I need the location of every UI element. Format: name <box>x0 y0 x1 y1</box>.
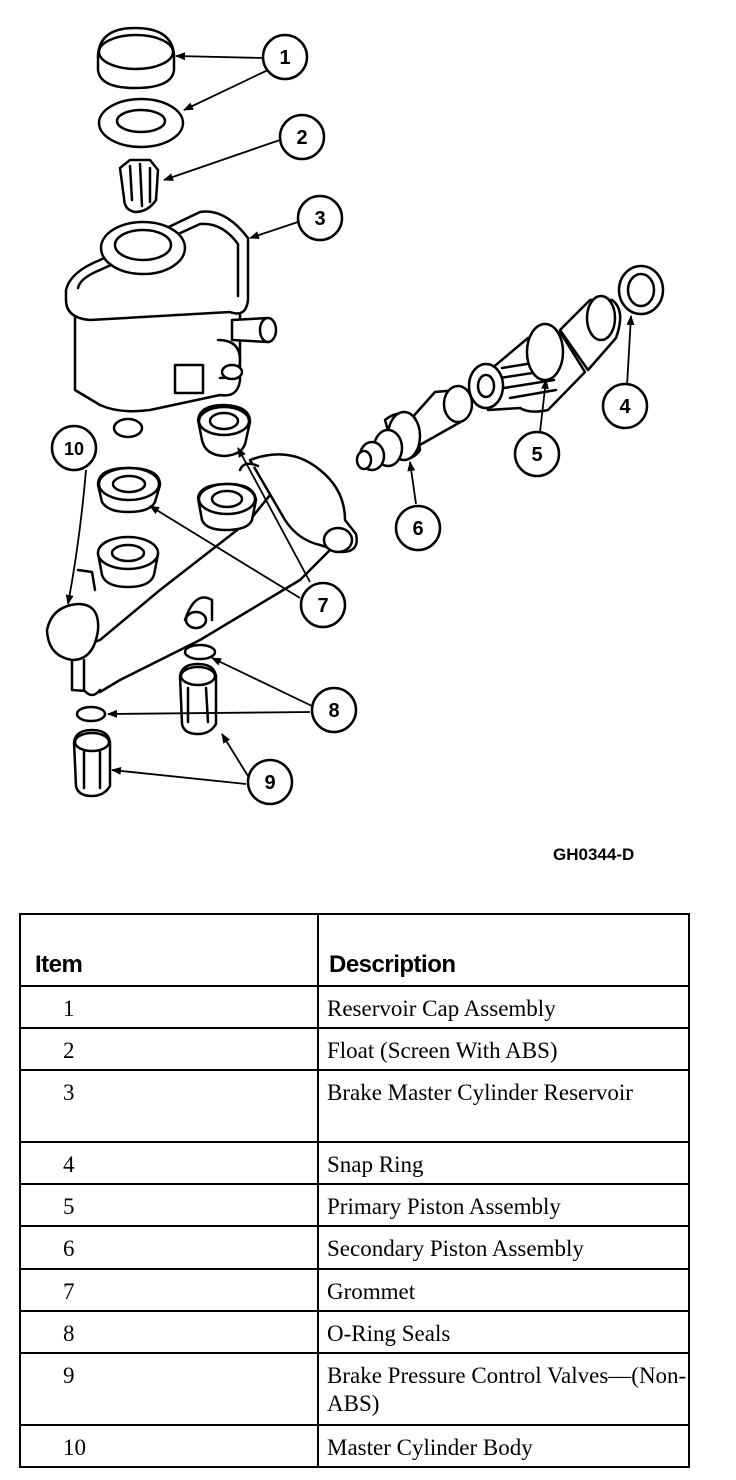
svg-text:9: 9 <box>264 772 275 794</box>
svg-text:5: 5 <box>531 444 542 466</box>
svg-text:1: 1 <box>279 47 290 69</box>
pressure-control-valve-part <box>72 662 218 798</box>
snap-ring-part <box>617 264 665 316</box>
figure-code: GH0344-D <box>553 845 635 864</box>
svg-text:8: 8 <box>328 700 339 722</box>
o-ring-seals-part <box>75 643 217 723</box>
svg-text:2: 2 <box>296 127 307 149</box>
reservoir-part <box>64 210 278 439</box>
cap-seal-ring-part <box>97 97 185 149</box>
primary-piston-part <box>467 294 622 413</box>
exploded-diagram: 1 2 3 4 5 6 7 8 <box>45 26 665 806</box>
callout-9: 9 <box>246 758 294 806</box>
svg-text:3: 3 <box>314 208 325 230</box>
description-cell: Brake Master Cylinder Reservoir <box>317 1069 690 1144</box>
callout-7: 7 <box>299 581 347 629</box>
callout-1: 1 <box>261 33 309 81</box>
callout-5: 5 <box>513 430 561 478</box>
item-number-cell: 6 <box>19 1225 319 1270</box>
secondary-piston-part <box>355 384 474 472</box>
callout-2: 2 <box>278 113 326 161</box>
description-cell: Float (Screen With ABS) <box>317 1027 690 1072</box>
item-number-cell: 9 <box>19 1351 319 1426</box>
description-cell: O-Ring Seals <box>317 1309 690 1354</box>
svg-text:4: 4 <box>619 396 631 418</box>
callout-3: 3 <box>296 194 344 242</box>
item-number-cell: 8 <box>19 1309 319 1354</box>
description-cell: Master Cylinder Body <box>317 1423 690 1469</box>
item-column-header: Item <box>19 913 319 987</box>
callout-10: 10 <box>50 424 98 472</box>
description-cell: Snap Ring <box>317 1141 690 1186</box>
description-cell: Primary Piston Assembly <box>317 1183 690 1228</box>
description-cell: Brake Pressure Control Valves—(Non-ABS) <box>317 1351 690 1426</box>
callout-8: 8 <box>310 686 358 734</box>
description-cell: Secondary Piston Assembly <box>317 1225 690 1270</box>
item-number-cell: 10 <box>19 1423 319 1469</box>
svg-text:10: 10 <box>64 439 84 459</box>
grommet-part <box>96 403 258 589</box>
svg-text:6: 6 <box>412 518 423 540</box>
item-number-cell: 7 <box>19 1267 319 1312</box>
item-number-cell: 5 <box>19 1183 319 1228</box>
item-number-cell: 3 <box>19 1069 319 1144</box>
description-cell: Grommet <box>317 1267 690 1312</box>
master-cylinder-body-part <box>45 453 358 697</box>
reservoir-cap-part <box>96 26 176 90</box>
callout-6: 6 <box>394 504 442 552</box>
float-part <box>118 158 160 214</box>
description-column-header: Description <box>317 913 690 987</box>
item-number-cell: 1 <box>19 984 319 1030</box>
item-number-cell: 2 <box>19 1027 319 1072</box>
callout-4: 4 <box>601 382 649 430</box>
leader-lines <box>65 52 635 785</box>
table-header-row: Item Description <box>19 913 690 987</box>
item-number-cell: 4 <box>19 1141 319 1186</box>
description-cell: Reservoir Cap Assembly <box>317 984 690 1030</box>
svg-text:7: 7 <box>317 595 328 617</box>
